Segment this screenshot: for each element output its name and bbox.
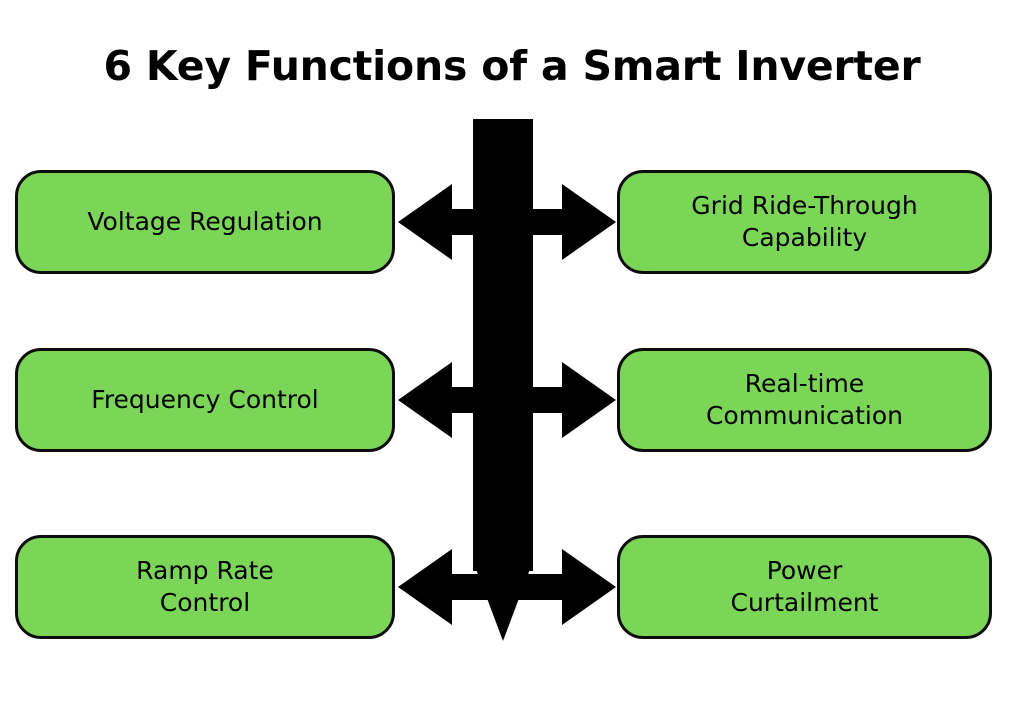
function-box-voltage-regulation[interactable]: Voltage Regulation — [15, 170, 395, 274]
page-title: 6 Key Functions of a Smart Inverter — [103, 42, 921, 90]
function-box-real-time-communication[interactable]: Real-time Communication — [617, 348, 992, 452]
function-label: Power Curtailment — [730, 556, 879, 617]
smart-inverter-spine-icon — [473, 119, 533, 641]
function-box-grid-ride-through-capability[interactable]: Grid Ride-Through Capability — [617, 170, 992, 274]
function-label: Real-time Communication — [705, 369, 904, 430]
function-label: Frequency Control — [91, 385, 319, 414]
function-label: Ramp Rate Control — [136, 556, 274, 617]
function-label: Voltage Regulation — [87, 207, 323, 236]
function-box-ramp-rate-control[interactable]: Ramp Rate Control — [15, 535, 395, 639]
function-box-frequency-control[interactable]: Frequency Control — [15, 348, 395, 452]
function-box-power-curtailment[interactable]: Power Curtailment — [617, 535, 992, 639]
function-label: Grid Ride-Through Capability — [691, 191, 918, 252]
